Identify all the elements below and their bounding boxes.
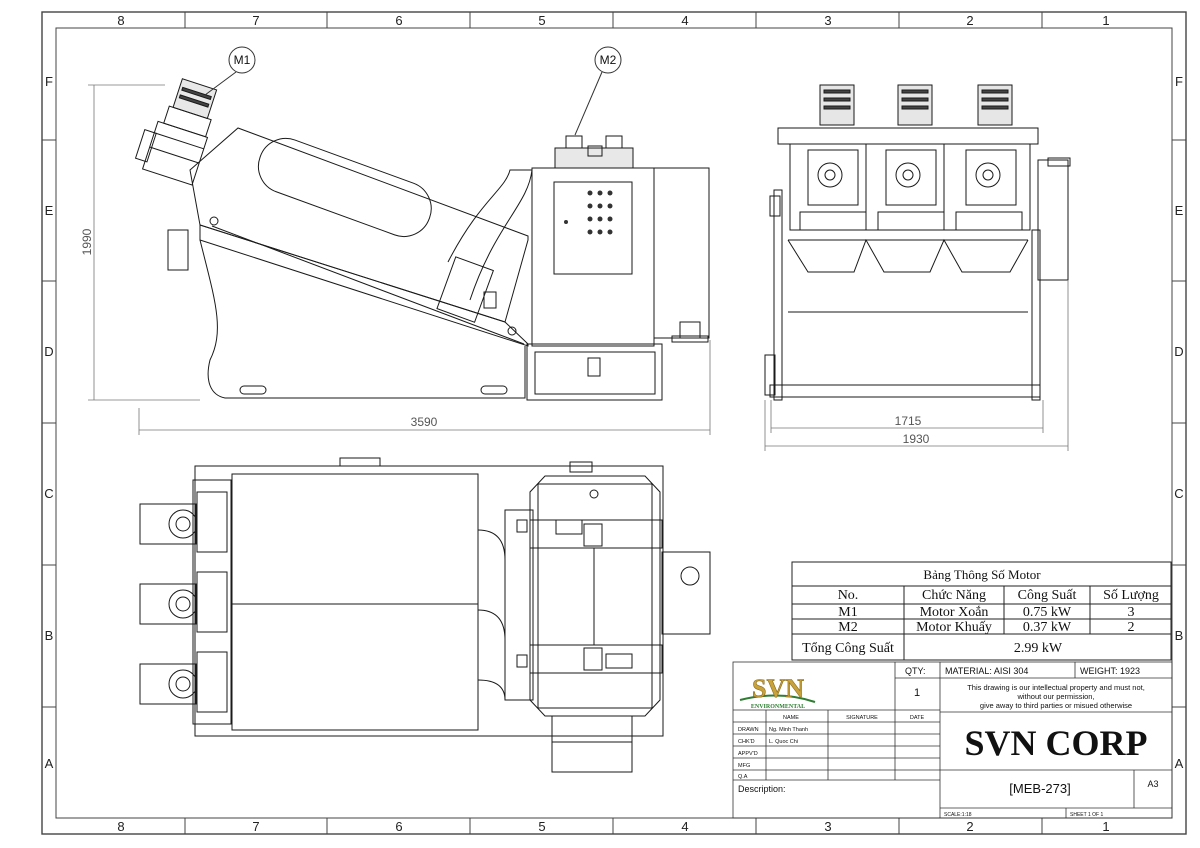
role-label: APPV'D	[738, 751, 758, 757]
motor-table-header: Số Lượng	[1103, 588, 1159, 603]
balloon-m2-label: M2	[600, 53, 617, 67]
weight-label: WEIGHT: 1923	[1080, 666, 1140, 676]
zone-row-left: E	[45, 203, 54, 218]
motor-table-header: No.	[838, 588, 859, 603]
motor-m1-drawing	[134, 78, 218, 186]
front-view	[134, 78, 710, 401]
motor-table-cell: M2	[838, 620, 857, 635]
zone-col-top: 7	[252, 13, 259, 28]
role-label: CHK'D	[738, 739, 755, 745]
drawing-frame	[41, 11, 1187, 835]
notice-line: give away to third parties or misued oth…	[980, 701, 1132, 710]
top-motor-3	[139, 651, 228, 713]
zone-row-left: A	[45, 756, 54, 771]
col-name-label: NAME	[783, 715, 799, 721]
company-name: SVN CORP	[964, 723, 1147, 763]
logo-text: SVN	[752, 674, 804, 703]
motor-table-cell: 3	[1128, 605, 1135, 620]
zone-col-bottom: 3	[824, 819, 831, 834]
description-label: Description:	[738, 784, 786, 794]
zone-row-right: F	[1175, 74, 1183, 89]
motor-table-total-value: 2.99 kW	[1014, 641, 1063, 656]
front-dimensions	[88, 84, 711, 435]
zone-col-bottom: 6	[395, 819, 402, 834]
zone-col-top: 1	[1102, 13, 1109, 28]
zone-row-right: E	[1175, 203, 1184, 218]
zone-row-left: F	[45, 74, 53, 89]
scale-label: SCALE:1:18	[944, 812, 972, 818]
side-dimensions	[764, 280, 1069, 451]
drawn-by-name: Ng. Minh Thanh	[769, 727, 808, 733]
motor-table-title: Bảng Thông Số Motor	[923, 567, 1041, 582]
motor-table-cell: M1	[838, 605, 857, 620]
top-motor-2	[139, 571, 228, 633]
motor-table-total-label: Tổng Công Suất	[802, 641, 894, 656]
zone-row-right: B	[1175, 628, 1184, 643]
zone-row-right: A	[1175, 756, 1184, 771]
qty-value: 1	[914, 687, 920, 699]
top-view	[139, 457, 711, 773]
role-label: Q.A	[738, 774, 748, 780]
side-view	[764, 84, 1071, 401]
zone-row-right: D	[1174, 344, 1183, 359]
zone-col-bottom: 8	[117, 819, 124, 834]
motor-table-cell: 0.37 kW	[1023, 620, 1072, 635]
title-block	[732, 661, 1173, 819]
role-label: DRAWN	[738, 727, 759, 733]
zone-row-left: D	[44, 344, 53, 359]
zone-col-top: 6	[395, 13, 402, 28]
zone-col-bottom: 4	[681, 819, 688, 834]
zone-row-left: C	[44, 486, 53, 501]
company-logo: SVN ENVIRONMENTAL	[739, 674, 816, 710]
role-label: MFG	[738, 763, 750, 769]
logo-subtext: ENVIRONMENTAL	[751, 704, 805, 710]
dimension-height: 1990	[80, 228, 94, 255]
zone-col-bottom: 2	[966, 819, 973, 834]
notice-line: without our permission,	[1016, 692, 1094, 701]
col-date-label: DATE	[910, 715, 925, 721]
zone-col-top: 2	[966, 13, 973, 28]
zone-row-left: B	[45, 628, 54, 643]
zone-col-top: 3	[824, 13, 831, 28]
motor-table-cell: 2	[1128, 620, 1135, 635]
motor-table-cell: Motor Khuấy	[916, 620, 992, 635]
balloon-m1: M1	[204, 46, 256, 96]
top-motor-1	[139, 491, 228, 553]
col-signature-label: SIGNATURE	[846, 715, 878, 721]
material-label: MATERIAL: AISI 304	[945, 666, 1028, 676]
zone-ticks	[42, 12, 1186, 834]
motor-table-cell: 0.75 kW	[1023, 605, 1072, 620]
zone-col-bottom: 5	[538, 819, 545, 834]
side-motor-1	[799, 84, 867, 231]
dimension-outer-width: 1930	[903, 432, 930, 446]
zone-col-bottom: 7	[252, 819, 259, 834]
qty-label: QTY:	[905, 666, 926, 676]
balloon-m2: M2	[574, 46, 622, 136]
zone-col-top: 4	[681, 13, 688, 28]
motor-table-header: Công Suất	[1018, 588, 1077, 603]
motor-spec-table	[791, 561, 1172, 661]
notice-line: This drawing is our intellectual propert…	[967, 683, 1145, 692]
sheet-size: A3	[1147, 779, 1158, 789]
checked-by-name: L. Quoc Chi	[769, 739, 798, 745]
side-motor-3	[955, 84, 1023, 231]
zone-row-right: C	[1174, 486, 1183, 501]
motor-table-header: Chức Năng	[922, 588, 986, 603]
zone-col-top: 5	[538, 13, 545, 28]
dimension-inner-width: 1715	[895, 414, 922, 428]
zone-col-top: 8	[117, 13, 124, 28]
side-motor-2	[877, 84, 945, 231]
motor-table-cell: Motor Xoắn	[920, 605, 989, 620]
drawing-number: [MEB-273]	[1009, 781, 1070, 796]
dimension-length: 3590	[411, 415, 438, 429]
zone-col-bottom: 1	[1102, 819, 1109, 834]
balloon-m1-label: M1	[234, 53, 251, 67]
sheet-label: SHEET 1 OF 1	[1070, 812, 1103, 818]
control-panel-buttons	[564, 190, 613, 235]
zone-labels: 8 7 6 5 4 3 2 1 8 7 6 5 4 3 2 1 F E D C …	[44, 13, 1183, 834]
